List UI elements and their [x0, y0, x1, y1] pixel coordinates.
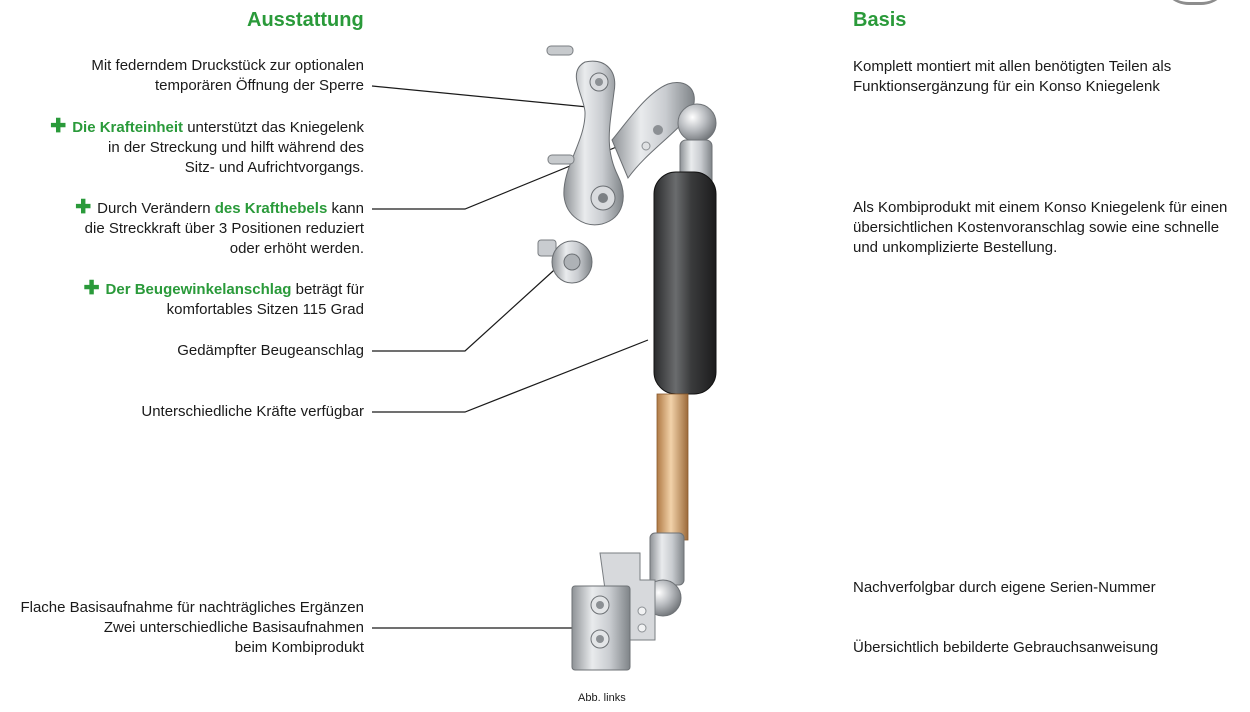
text-segment: Der Beugewinkelanschlag — [105, 281, 292, 298]
leader-kraefte — [372, 339, 649, 413]
text-line: Funktionsergänzung für ein Konso Kniegel… — [853, 77, 1171, 97]
text-segment: Komplett montiert — [853, 58, 971, 75]
text-line: Gedämpfter Beugeanschlag — [177, 341, 364, 361]
feature-beugewinkel: ✚ Der Beugewinkelanschlag beträgt für komf… — [84, 279, 364, 320]
text-line: oder erhöht werden. — [75, 239, 364, 259]
decorative-arc — [1160, 0, 1230, 5]
text-line: in der Streckung und hilft während des — [50, 138, 364, 158]
text-line: temporären Öffnung der Sperre — [91, 76, 364, 96]
text-segment: Übersichtlich — [853, 639, 944, 656]
text-segment: in der Streckung und hilft während des — [108, 139, 364, 156]
text-segment: Zwei unterschiedliche Basisaufnahmen — [103, 619, 364, 636]
basis-kombiprodukt: Als Kombiprodukt mit einem Konso Kniegel… — [853, 198, 1227, 258]
text-segment: Die Krafteinheit — [72, 119, 184, 136]
stop-bolt — [537, 239, 593, 284]
feature-krafthebel: ✚ Durch Verändern des Krafthebels kann die… — [75, 198, 364, 259]
lever-bracket — [546, 45, 695, 226]
leader-druckstueck — [371, 85, 599, 109]
top-ball-joint — [677, 103, 717, 143]
basis-komplett-montiert: Komplett montiert mit allen benötigten T… — [853, 57, 1171, 97]
feature-kraefte: Unterschiedliche Kräfte verfügbar — [141, 402, 364, 422]
heading-ausstattung: Ausstattung — [247, 9, 364, 31]
text-segment: des Krafthebels — [214, 200, 328, 217]
text-segment: Flache Basisaufnahme — [20, 599, 174, 616]
text-segment: für nachträgliches Ergänzen — [173, 599, 364, 616]
text-segment: Durch Verändern — [97, 200, 215, 217]
feature-basisaufnahme: Flache Basisaufnahme für nachträgliches … — [20, 598, 364, 658]
text-segment: Nachverfolgbar durch — [853, 579, 1001, 596]
text-segment: mit allen benötigten Teilen als — [970, 58, 1172, 75]
text-line: Unterschiedliche Kräfte verfügbar — [141, 402, 364, 422]
text-line: Als Kombiprodukt mit einem Konso Kniegel… — [853, 198, 1227, 218]
text-line: Nachverfolgbar durch eigene Serien-Numme… — [853, 578, 1156, 598]
text-segment: und unkomplizierte Bestellung. — [853, 239, 1058, 256]
text-segment: verfügbar — [296, 403, 364, 420]
basis-serien-nummer: Nachverfolgbar durch eigene Serien-Numme… — [853, 578, 1156, 598]
feature-beugeanschlag: Gedämpfter Beugeanschlag — [177, 341, 364, 361]
text-line: Komplett montiert mit allen benötigten T… — [853, 57, 1171, 77]
text-segment: Mit — [91, 57, 116, 74]
text-line: Zwei unterschiedliche Basisaufnahmen — [20, 618, 364, 638]
text-line: übersichtlichen Kostenvoranschlag sowie … — [853, 218, 1227, 238]
figure-caption: Abb. links — [578, 692, 626, 704]
gas-spring-cylinder — [653, 171, 717, 395]
text-segment: 115 Grad — [302, 301, 364, 318]
text-segment: Gedämpfter Beugeanschlag — [177, 342, 364, 359]
text-segment: Unterschiedliche Kräfte — [141, 403, 297, 420]
lower-connector — [649, 532, 685, 586]
piston-rod — [656, 393, 689, 541]
plus-icon: ✚ — [50, 116, 67, 137]
leader-beugeanschlag — [372, 261, 564, 352]
text-segment: zur optionalen — [265, 57, 364, 74]
feature-krafteinheit: ✚ Die Krafteinheit unterstützt das Kniege… — [50, 117, 364, 178]
text-segment: beim Kombiprodukt — [234, 639, 364, 656]
text-line: die Streckkraft über 3 Positionen reduzi… — [75, 219, 364, 239]
text-line: Flache Basisaufnahme für nachträgliches … — [20, 598, 364, 618]
text-line: Mit federndem Druckstück zur optionalen — [91, 56, 364, 76]
text-segment: oder erhöht werden. — [229, 240, 364, 257]
text-segment: 3 Positionen — [218, 220, 302, 237]
text-segment: federndem Druckstück — [115, 57, 266, 74]
text-segment: bebilderte Gebrauchsanweisung — [943, 639, 1159, 656]
plus-icon: ✚ — [75, 197, 92, 218]
text-line: und unkomplizierte Bestellung. — [853, 238, 1227, 258]
text-segment: Als Kombiprodukt — [853, 199, 971, 216]
text-segment: mit einem Konso Kniegelenk für einen — [970, 199, 1228, 216]
text-line: beim Kombiprodukt — [20, 638, 364, 658]
text-segment: die Streckkraft über — [84, 220, 219, 237]
text-segment: komfortables Sitzen — [166, 301, 303, 318]
text-segment: Funktionsergänzung für ein Konso Kniegel… — [853, 78, 1160, 95]
text-line: ✚ Durch Verändern des Krafthebels kann — [75, 198, 364, 219]
text-line: ✚ Die Krafteinheit unterstützt das Kniege… — [50, 117, 364, 138]
leader-lines — [371, 85, 659, 629]
text-line: komfortables Sitzen 115 Grad — [84, 300, 364, 320]
text-line: Sitz- und Aufrichtvorgangs. — [50, 158, 364, 178]
text-segment: unterstützt das Kniegelenk — [183, 119, 364, 136]
text-segment: übersichtlichen Kostenvoranschlag sowie … — [853, 219, 1220, 236]
plus-icon: ✚ — [83, 278, 100, 299]
text-segment: beträgt für — [291, 281, 364, 298]
text-segment: Sitz- und Aufrichtvorgangs. — [184, 159, 364, 176]
basis-gebrauchsanweisung: Übersichtlich bebilderte Gebrauchsanweis… — [853, 638, 1158, 658]
text-segment: kann — [327, 200, 364, 217]
text-line: ✚ Der Beugewinkelanschlag beträgt für — [84, 279, 364, 300]
text-segment: reduziert — [301, 220, 364, 237]
text-line: Übersichtlich bebilderte Gebrauchsanweis… — [853, 638, 1158, 658]
heading-basis: Basis — [853, 9, 907, 31]
text-segment: temporären Öffnung der Sperre — [154, 77, 364, 94]
text-segment: eigene Serien-Nummer — [1000, 579, 1156, 596]
base-plate — [571, 552, 656, 671]
